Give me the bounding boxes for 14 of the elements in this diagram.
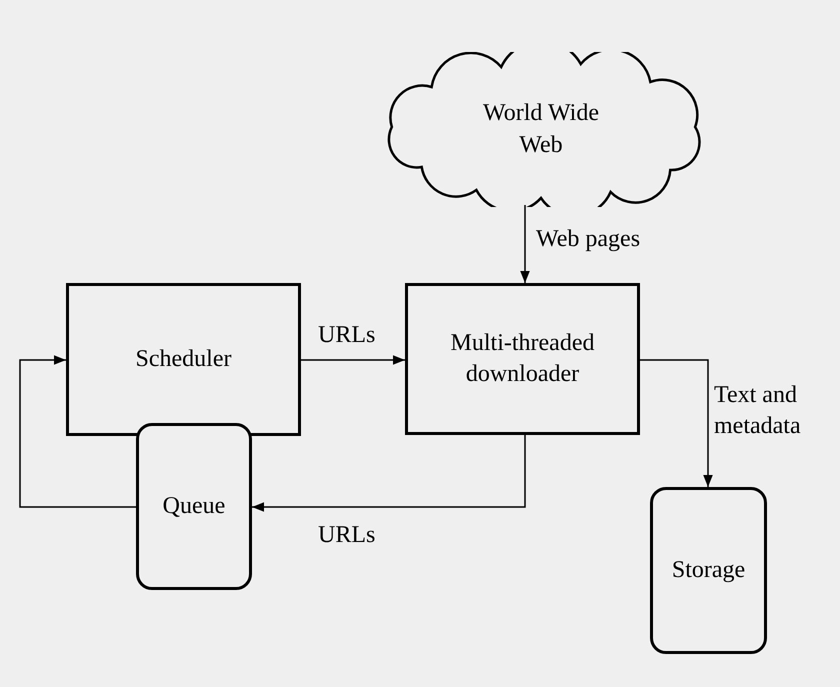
node-label: Queue	[162, 492, 226, 521]
arrow	[520, 205, 530, 283]
arrow	[19, 355, 136, 508]
process-box	[405, 283, 640, 435]
node-label: World Wide Web	[482, 99, 600, 160]
arrow	[301, 355, 405, 365]
node-label: Storage	[670, 556, 746, 585]
arrow	[640, 359, 713, 487]
arrow	[252, 435, 526, 512]
node-label: Scheduler	[134, 344, 232, 374]
process-box	[66, 283, 301, 436]
node-label: Multi-threaded downloader	[450, 328, 596, 389]
rounded-box	[136, 423, 252, 590]
rounded-box	[650, 487, 767, 654]
